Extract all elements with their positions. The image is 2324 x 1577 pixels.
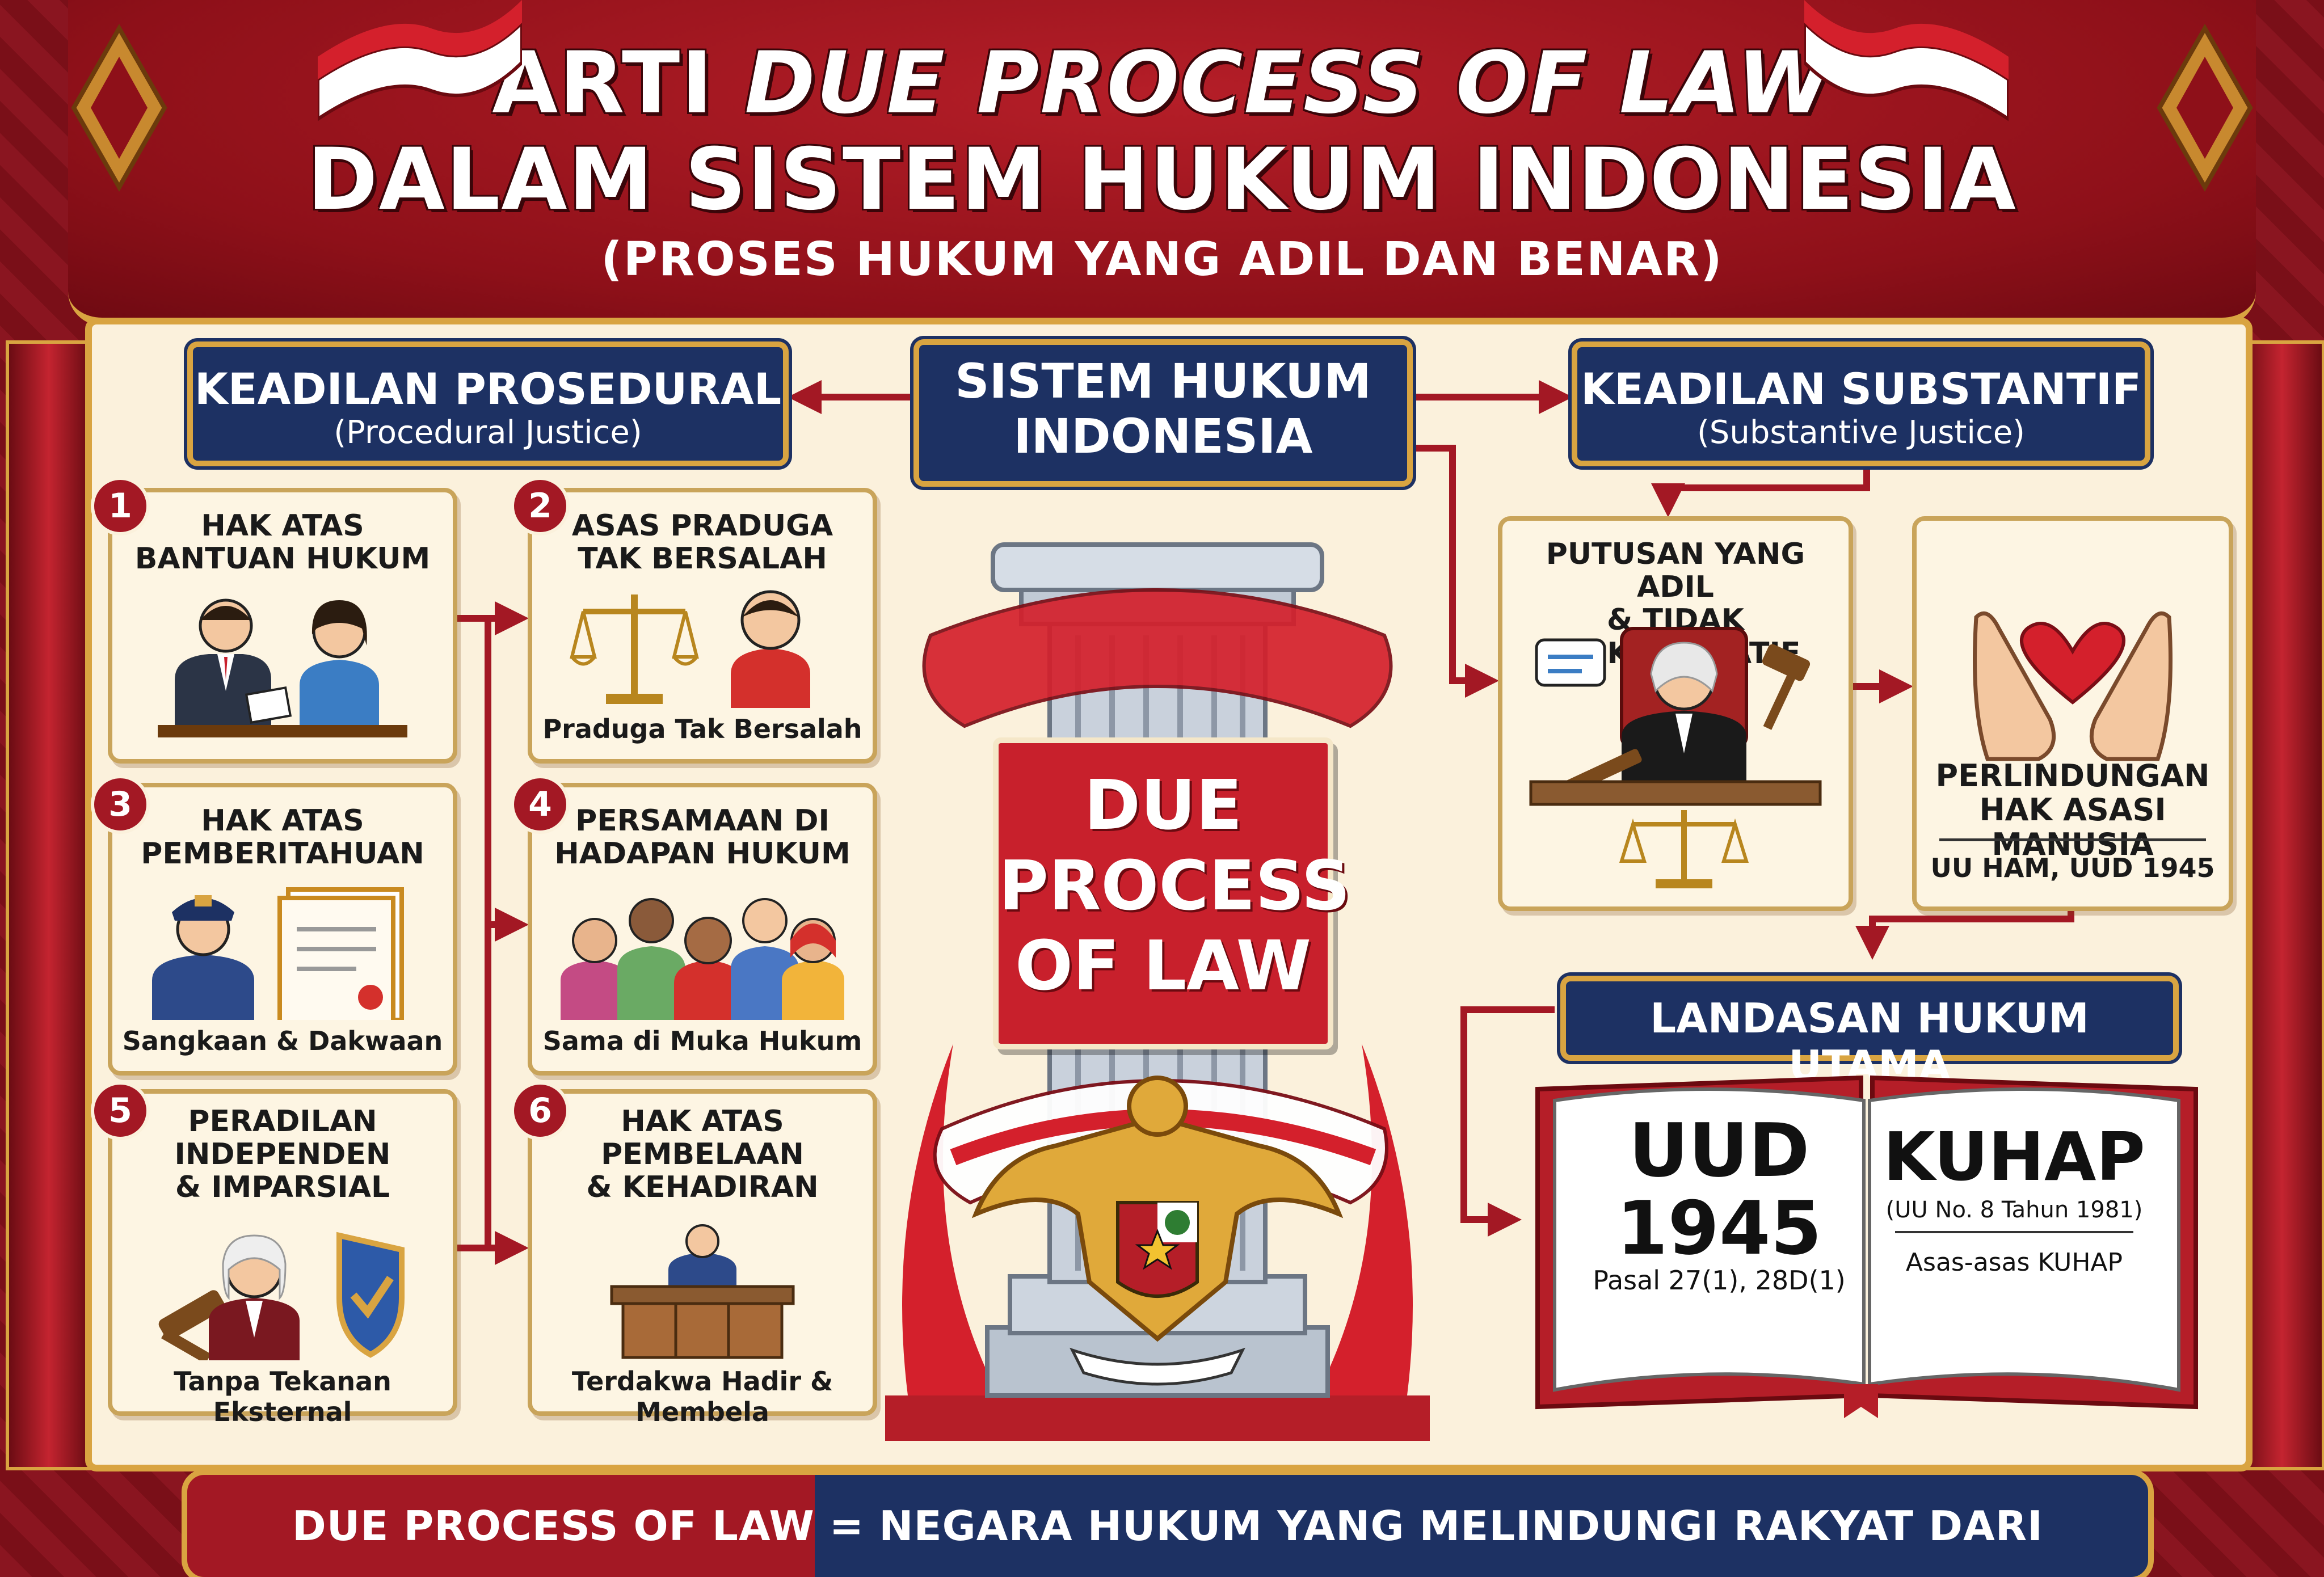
open-book-illustration [1535,1075,2198,1418]
pillar-label-line3: OF LAW [1014,927,1312,1006]
item-4-title: PERSAMAAN DI HADAPAN HUKUM [554,804,851,871]
judge-verdict-icon [1529,627,1822,888]
substantive-subtitle: (Substantive Justice) [1696,414,2026,452]
hands-heart-icon [1973,611,2173,761]
defendant-at-bench-icon [610,1224,795,1359]
item-3-badge: 3 [91,775,150,834]
item-3-title: HAK ATAS PEMBERITAHUAN [141,804,424,871]
human-rights-divider [1939,838,2206,841]
procedural-subtitle: (Procedural Justice) [334,414,642,452]
item-2-badge: 2 [511,477,570,535]
substantive-justice-label: KEADILAN SUBSTANTIF (Substantive Justice… [1572,341,2150,466]
pillar-illustration [885,542,1430,1441]
title-prefix: ARTI [492,34,714,133]
item-5-title: PERADILAN INDEPENDEN & IMPARSIAL [174,1104,391,1205]
verdict-card: PUTUSAN YANG ADIL & TIDAK DISKRIMINATIF [1498,516,1853,911]
page-subtitle: (PROSES HUKUM YANG ADIL DAN BENAR) [601,233,1723,286]
scales-and-person-icon [570,590,810,708]
wayang-ornament-right-icon [2157,23,2253,192]
footer-text: DUE PROCESS OF LAW = NEGARA HUKUM YANG M… [292,1502,2043,1550]
kuhap-divider [1895,1231,2133,1233]
uud-1945-heading: UUD 1945 [1616,1107,1822,1271]
procedural-item-6-card: HAK ATAS PEMBELAAN & KEHADIRAN Terdakwa … [528,1089,877,1427]
item-6-caption: Terdakwa Hadir & Membela [571,1366,833,1427]
page-title-line2: DALAM SISTEM HUKUM INDONESIA [307,130,2017,229]
due-process-pillar-label: DUE PROCESS OF LAW [993,737,1350,1049]
judge-and-shield-icon [158,1232,405,1360]
procedural-justice-label: KEADILAN PROSEDURAL (Procedural Justice) [187,341,789,466]
item-5-caption: Tanpa Tekanan Eksternal [174,1366,391,1427]
pillar-label-line2: PROCESS [999,846,1350,926]
footer-banner: DUE PROCESS OF LAW = NEGARA HUKUM YANG M… [182,1469,2154,1577]
legal-basis-label: LANDASAN HUKUM UTAMA [1560,976,2179,1089]
item-1-badge: 1 [91,477,150,535]
legal-basis-title: LANDASAN HUKUM UTAMA [1650,994,2089,1089]
flag-ribbon-left-icon [318,0,522,121]
kuhap-subtitle: (UU No. 8 Tahun 1981) [1885,1197,2143,1223]
kuhap-heading: KUHAP [1883,1118,2145,1196]
item-4-caption: Sama di Muka Hukum [542,1026,862,1056]
item-6-badge: 6 [511,1081,570,1140]
human-rights-card: PERLINDUNGAN HAK ASASI MANUSIA UU HAM, U… [1912,516,2233,911]
item-1-title: HAK ATAS BANTUAN HUKUM [134,509,431,576]
legal-aid-consultation-icon [158,598,407,737]
procedural-item-4-card: PERSAMAAN DI HADAPAN HUKUM Sama di Muka … [528,783,877,1076]
wayang-ornament-left-icon [71,23,167,192]
item-4-badge: 4 [511,775,570,834]
item-2-caption: Praduga Tak Bersalah [542,714,862,744]
procedural-item-2-card: ASAS PRADUGA TAK BERSALAH Praduga Tak Be… [528,488,877,764]
item-2-title: ASAS PRADUGA TAK BERSALAH [571,509,833,576]
police-and-document-icon [152,887,404,1020]
procedural-item-1-card: HAK ATAS BANTUAN HUKUM [108,488,457,764]
procedural-title: KEADILAN PROSEDURAL [194,364,782,414]
diverse-people-group-icon [561,898,844,1020]
procedural-item-5-card: PERADILAN INDEPENDEN & IMPARSIAL Tanpa T… [108,1089,457,1427]
page-title-line1: ARTI DUE PROCESS OF LAW [68,34,2256,133]
title-italic: DUE PROCESS OF LAW [744,34,1832,133]
left-ornament-column [6,340,92,1470]
human-rights-title: PERLINDUNGAN HAK ASASI MANUSIA [1935,758,2210,862]
pillar-label-line1: DUE [1084,766,1243,845]
system-label-box: SISTEM HUKUM INDONESIA [913,339,1413,487]
item-6-title: HAK ATAS PEMBELAAN & KEHADIRAN [586,1104,819,1205]
system-label-line2: INDONESIA [1013,408,1313,464]
item-3-caption: Sangkaan & Dakwaan [122,1026,443,1056]
substantive-title: KEADILAN SUBSTANTIF [1581,364,2141,414]
human-rights-caption: UU HAM, UUD 1945 [1930,853,2215,883]
procedural-item-3-card: HAK ATAS PEMBERITAHUAN Sangkaan & Dakwaa… [108,783,457,1076]
system-label-line1: SISTEM HUKUM [955,353,1371,409]
item-5-badge: 5 [91,1081,150,1140]
kuhap-caption: Asas-asas KUHAP [1905,1248,2123,1277]
uud-1945-caption: Pasal 27(1), 28D(1) [1593,1265,1846,1296]
flag-ribbon-right-icon [1804,0,2009,121]
